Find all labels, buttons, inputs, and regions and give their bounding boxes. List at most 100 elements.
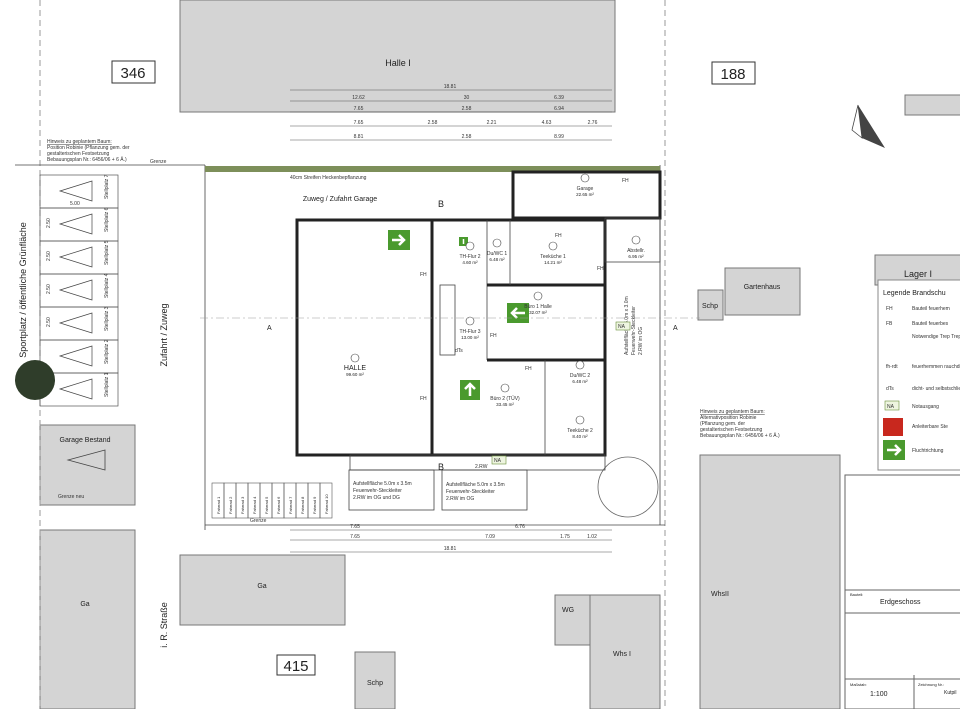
room-area: 8.40 m²: [572, 434, 588, 439]
room-name: HALLE: [344, 365, 367, 372]
ladder-icon: [883, 418, 903, 436]
label-schp-bottom: Schp: [367, 680, 383, 687]
section-b-bottom: B: [438, 462, 444, 472]
svg-text:Bebauungsplan Nr.: 6456/06 + 6: Bebauungsplan Nr.: 6456/06 + 6 Ä.): [700, 432, 780, 439]
dimension-label: 6.76: [515, 524, 525, 530]
dimension-label: 1.75: [560, 534, 570, 540]
label-schp-right: Schp: [702, 303, 718, 310]
label-grenze-neu: Grenze neu: [58, 494, 84, 500]
dimension-label: 2.50: [46, 317, 52, 327]
svg-text:FH: FH: [420, 272, 427, 278]
dimension-label: 8.99: [554, 134, 564, 140]
dimension-label: 2.50: [46, 218, 52, 228]
section-b-top: B: [438, 199, 444, 209]
note-tree-right: Hinweis zu geplantem Baum: Alternativpos…: [700, 409, 780, 439]
legend-text: Notwendige Trep Treppenraum: [912, 334, 960, 340]
parking-marker: [58, 246, 93, 268]
room-area: 6.48 m²: [572, 379, 588, 384]
massstab-label: Maßstab:: [850, 682, 867, 687]
svg-text:dTs: dTs: [455, 348, 463, 354]
note-tree-left: Hinweis zu geplantem Baum: Position Robi…: [47, 139, 130, 163]
bike-spot: [319, 482, 333, 519]
legend-text: Fluchtrichtung: [912, 448, 944, 454]
room-name: Teeküche 1: [540, 254, 566, 260]
room-number-marker: [465, 316, 475, 326]
room-area: 6.48 m²: [489, 257, 505, 262]
svg-text:2.RW im OG und DG: 2.RW im OG und DG: [353, 495, 400, 501]
dimension-label: 7.09: [485, 534, 495, 540]
zeichnung-label: Zeichnung Nr.:: [918, 682, 944, 687]
dimension-label: 7.65: [354, 106, 364, 112]
room-number-marker: [575, 415, 585, 425]
svg-text:FH: FH: [597, 266, 604, 272]
label-whs-i: Whs I: [613, 651, 631, 658]
dimension-label: 7.65: [350, 524, 360, 530]
room-area: 13.00 m²: [461, 335, 479, 340]
arrow-glyph: [887, 444, 902, 456]
dimension-label: 2.58: [462, 134, 472, 140]
plot-box-188: [711, 61, 756, 85]
plot-number-right: 188: [720, 66, 745, 83]
bike-label: Fahrrad 5: [264, 496, 269, 514]
svg-text:Feuerwehr-Steckleiter: Feuerwehr-Steckleiter: [353, 488, 402, 494]
label-zufahrt: Zufahrt / Zuweg: [159, 303, 169, 366]
dimension-label: 2.76: [588, 120, 598, 126]
label-halle-i: Halle I: [385, 58, 411, 68]
room-area: 6.95 m²: [628, 254, 644, 259]
svg-text:Aufstellfläche 5.0m x 3.5m: Aufstellfläche 5.0m x 3.5m: [353, 481, 412, 487]
dimension-label: 2.58: [462, 106, 472, 112]
dimension-label: 1.02: [587, 534, 597, 540]
bike-label: Fahrrad 9: [312, 496, 317, 514]
room-number-marker: [575, 360, 585, 370]
dimension-total: 18.81: [444, 84, 457, 90]
parking-label: Stellplatz 7: [104, 174, 110, 199]
parking-marker: [58, 345, 93, 367]
label-zuweg-garage: Zuweg / Zufahrt Garage: [303, 196, 377, 203]
building-halle-i: [179, 0, 616, 113]
notausgang-label: NA: [618, 324, 626, 330]
bike-label: Fahrrad 7: [288, 496, 293, 514]
room-number-marker: [548, 241, 558, 251]
room-area: 22.65 m²: [576, 192, 594, 197]
fh-markers: FH FH FH FH FH FH FH dTs: [420, 178, 629, 402]
bauteil-value: Erdgeschoss: [880, 599, 921, 606]
label-sportplatz: Sportplatz / öffentliche Grünfläche: [18, 222, 28, 357]
label-whs-ii: WhsII: [711, 591, 729, 598]
abstellraum-outline: [604, 217, 661, 263]
legend-symbol: dTs: [886, 386, 894, 392]
label-garage-bestand: Garage Bestand: [60, 437, 111, 444]
parking-label: Stellplatz 1: [104, 372, 110, 397]
room-name: Teeküche 2: [567, 428, 593, 434]
svg-text:2.RW im OG: 2.RW im OG: [446, 496, 474, 502]
dimension-label: 7.65: [354, 120, 364, 126]
svg-text:Alternativposition Robinie: Alternativposition Robinie: [700, 415, 757, 421]
legend-symbol: FB: [886, 321, 893, 327]
svg-text:Hinweis zu geplantem Baum:: Hinweis zu geplantem Baum:: [700, 409, 765, 415]
bauteil-label: Bauteil:: [850, 592, 863, 597]
plot-number-left: 346: [120, 65, 145, 82]
svg-text:Position Robinie (Pflanzung ge: Position Robinie (Pflanzung gem. der: [47, 145, 130, 151]
label-gartenhaus: Gartenhaus: [744, 284, 781, 291]
bike-label: Fahrrad 3: [240, 496, 245, 514]
dimension-label: 4.63: [542, 120, 552, 126]
exit-arrow-right-icon: [388, 230, 410, 250]
legend-text: Bauteil feuerbes: [912, 321, 949, 327]
legend-box: [877, 279, 960, 471]
legend-text: feuerhemmen rauchdichte u selbstschließe…: [912, 364, 960, 370]
dimension-label: 5.00: [70, 201, 80, 207]
svg-text:Aufstellfläche 5.0m x 3.5m: Aufstellfläche 5.0m x 3.5m: [446, 482, 505, 488]
dimension-label: 8.81: [354, 134, 364, 140]
dimension-label: 2.58: [428, 120, 438, 126]
svg-text:FH: FH: [525, 366, 532, 372]
tree-icon: [15, 360, 55, 400]
parking-label: Stellplatz 3: [104, 306, 110, 331]
legend-text: Notausgang: [912, 404, 939, 410]
label-grenze-bottom: Grenze: [250, 518, 267, 524]
svg-text:Feuerwehr-Steckleiter: Feuerwehr-Steckleiter: [631, 306, 637, 355]
dimension-label: 12.62: [352, 95, 365, 101]
building-wg: [554, 594, 591, 646]
garage-outline: [511, 170, 662, 220]
room-number-marker: [580, 173, 590, 183]
bike-label: Fahrrad 2: [228, 496, 233, 514]
